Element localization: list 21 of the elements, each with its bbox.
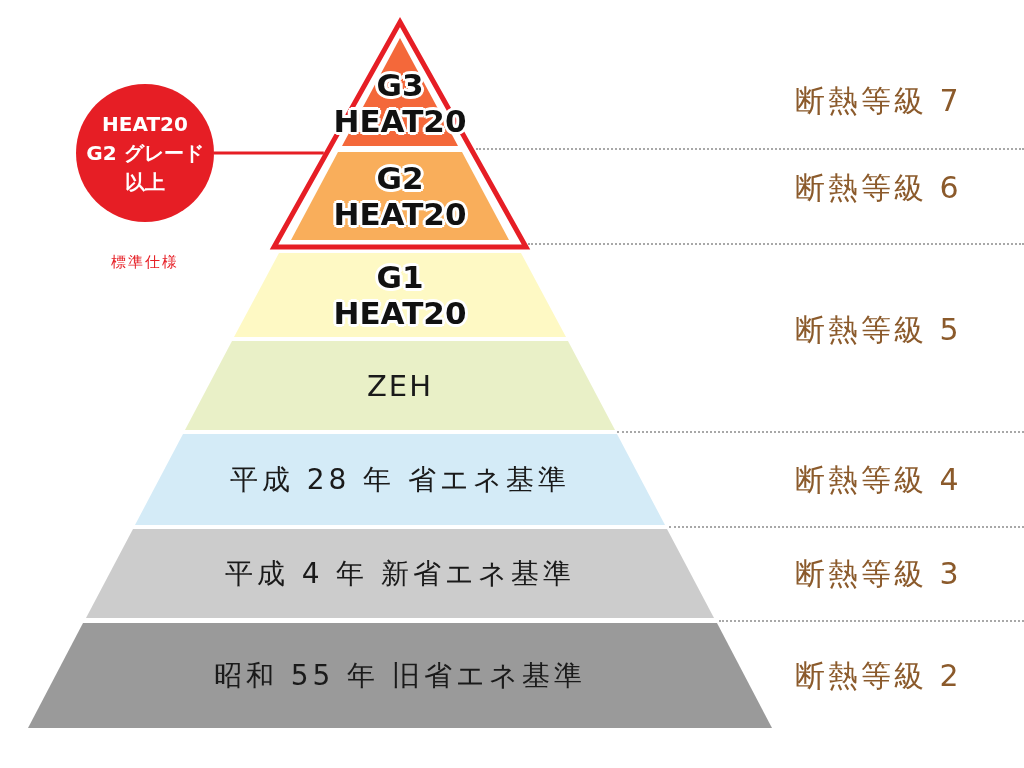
pyramid-tier [291,152,509,240]
pyramid-tier [135,434,665,525]
tier-label: G2 HEAT20 [332,160,468,232]
callout-note: 標準仕様 [111,252,179,272]
grade-label: 断熱等級 7 [795,83,962,119]
grade-label: 断熱等級 5 [795,312,962,348]
tier-label: 昭和 55 年 旧省エネ基準 [213,657,587,694]
tier-label: 平成 4 年 新省エネ基準 [224,555,576,592]
tier-label: 平成 28 年 省エネ基準 [229,461,571,498]
tier-label: ZEH [367,367,433,404]
pyramid-tier [234,253,566,337]
pyramid-tier [86,529,714,618]
pyramid-tier [28,623,772,728]
leader-line [214,151,324,155]
pyramid-tier [185,341,615,430]
grade-label: 断熱等級 4 [795,462,962,498]
grade-label: 断熱等級 2 [795,658,962,694]
tier-label: G1 HEAT20 [332,259,468,331]
grade-label: 断熱等級 6 [795,170,962,206]
callout-text: HEAT20 G2 グレード以上 [85,110,205,196]
grade-label: 断熱等級 3 [795,556,962,592]
